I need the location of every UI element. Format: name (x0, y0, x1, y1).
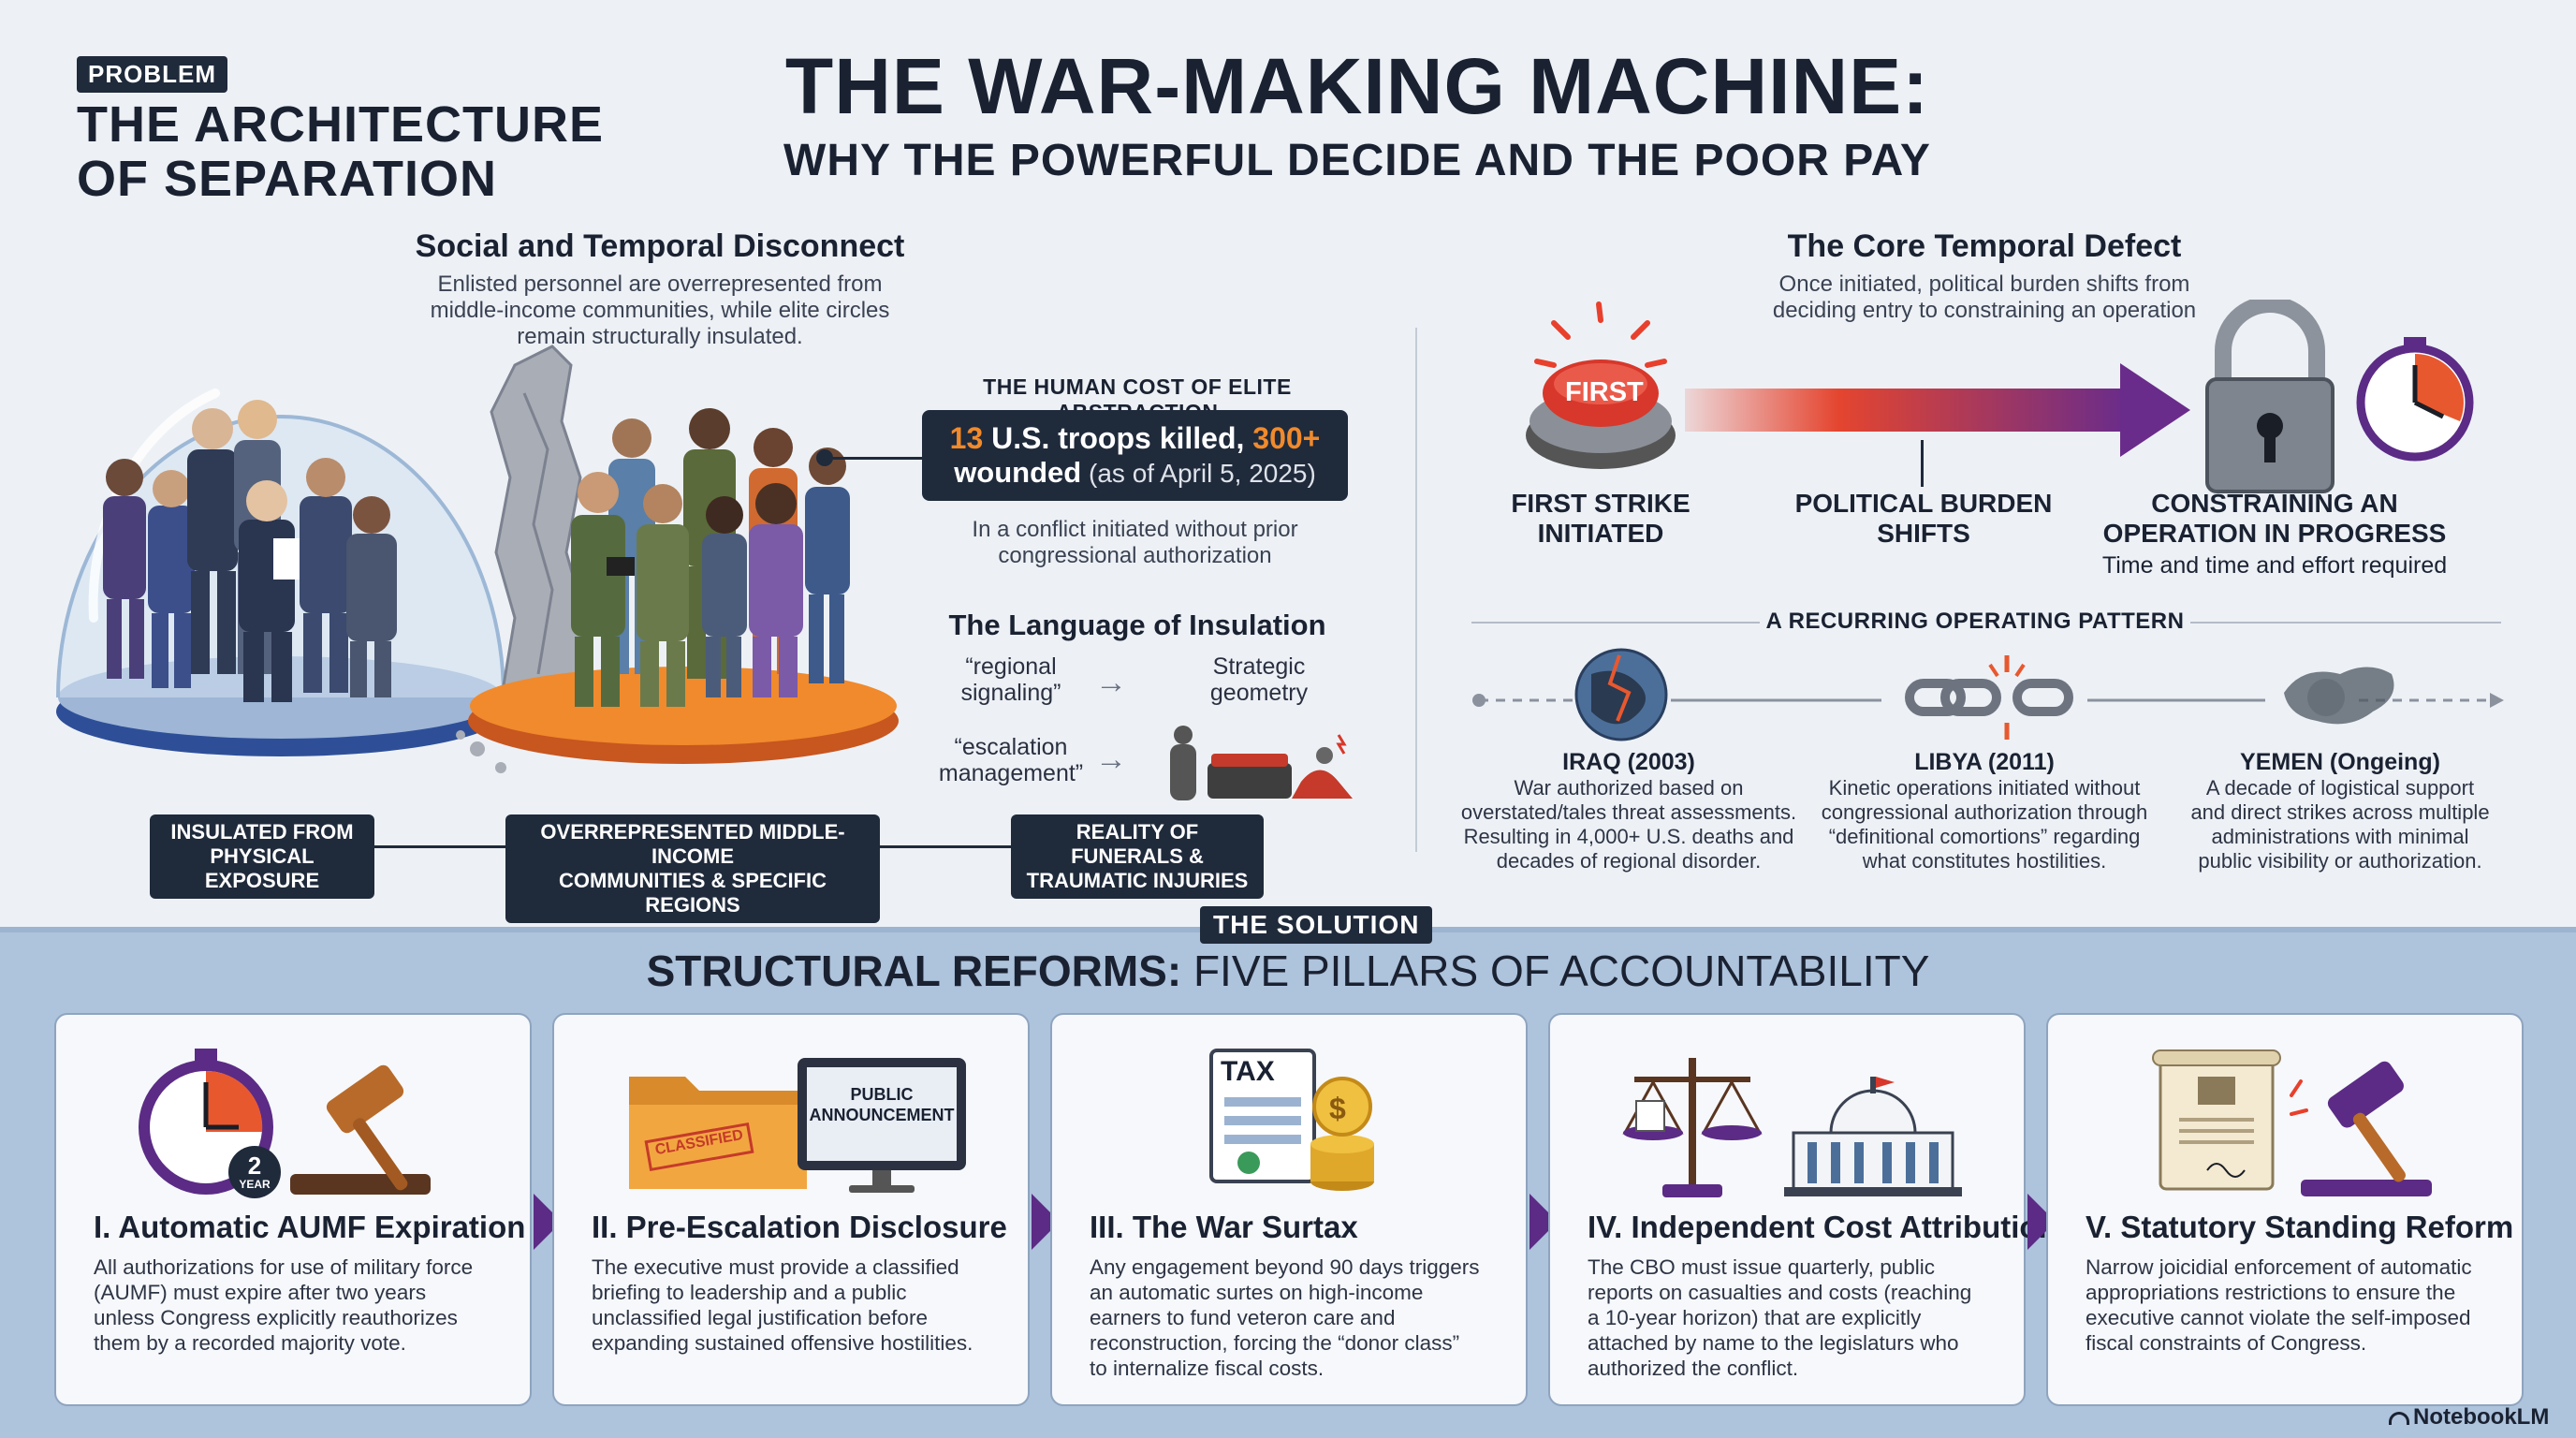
page-title: THE WAR-MAKING MACHINE: (784, 42, 1930, 130)
pattern-timeline (1472, 648, 2504, 741)
pillar-title-3: III. The War Surtax (1090, 1210, 1358, 1244)
scroll-gavel-illustration (2152, 1049, 2432, 1196)
enlisted-figures (571, 408, 850, 707)
connector-line (824, 457, 927, 460)
monitor-text: PUBLIC ANNOUNCEMENT (809, 1085, 955, 1124)
page-subtitle: WHY THE POWERFUL DECIDE AND THE POOR PAY (783, 136, 1931, 185)
dollar-icon: $ (1329, 1092, 1346, 1125)
pattern-heading: A RECURRING OPERATING PATTERN (1760, 609, 2190, 635)
social-text: Enlisted personnel are overrepresented f… (430, 271, 890, 349)
pillar-text-5: Narrow joicidial enforcement of automati… (2086, 1255, 2472, 1355)
scroll-icon (2152, 1049, 2281, 1191)
pillar-text-2: The executive must provide a classified … (592, 1255, 973, 1355)
gavel-icon (290, 1064, 431, 1195)
badge-word: YEAR (239, 1178, 271, 1191)
broken-chain-icon (1905, 655, 2073, 740)
arrow-right-icon: → (1095, 665, 1127, 700)
casualty-stat: 13 U.S. troops killed, 300+ wounded (as … (922, 410, 1348, 501)
badge-number: 2 (247, 1152, 262, 1180)
pillar-card-2: CLASSIFIED PUBLIC ANNOUNCEMENT II. Pre-E… (552, 1013, 1030, 1406)
pillar-card-1: 2 YEAR I. Automatic AUMF Expiration All … (54, 1013, 532, 1406)
connector-line (374, 845, 505, 848)
folder-monitor-illustration (629, 1058, 966, 1193)
coin-stack-icon (1310, 1077, 1374, 1191)
elite-figures (103, 400, 397, 702)
problem-title-line1: THE ARCHITECTURE (77, 96, 604, 153)
step-political-burden: POLITICAL BURDEN SHIFTS (1794, 489, 2053, 548)
case-yemen: YEMEN (Ongeing) A decade of logistical s… (2190, 749, 2490, 873)
pillar-text-1: All authorizations for use of military f… (94, 1255, 474, 1355)
notebooklm-logo-icon (2389, 1411, 2409, 1425)
term-strategic-geometry: Strategic geometry (1209, 653, 1309, 706)
pillar-text-4: The CBO must issue quarterly, public rep… (1588, 1255, 1972, 1380)
connector-line (880, 845, 1011, 848)
social-heading: Social and Temporal Disconnect (415, 228, 905, 264)
step-constraining-sub: Time and time and effort required (2101, 552, 2448, 579)
pillar-title-2: II. Pre-Escalation Disclosure (592, 1210, 1007, 1244)
burden-arrow (1685, 389, 2125, 432)
problem-title: THE ARCHITECTURE OF SEPARATION (77, 97, 604, 206)
human-cost-caption: In a conflict initiated without prior co… (972, 517, 1298, 568)
term-escalation-management: “escalation management” (938, 734, 1084, 786)
problem-title-line2: OF SEPARATION (77, 151, 498, 207)
tax-coins-illustration (1209, 1049, 1374, 1191)
tax-form-icon (1209, 1049, 1316, 1183)
credit: NotebookLM (2389, 1404, 2549, 1431)
label-reality: REALITY OF FUNERALS & TRAUMATIC INJURIES (1011, 814, 1264, 899)
tax-label: TAX (1221, 1056, 1275, 1087)
funeral-icon (1170, 726, 1353, 800)
temporal-diagram (1526, 300, 2474, 493)
arrow-right-icon: → (1095, 741, 1127, 777)
folder-icon (629, 1077, 807, 1189)
pillar-title-5: V. Statutory Standing Reform (2086, 1210, 2514, 1244)
pillar-card-4: IV. Independent Cost Attribution The CBO… (1548, 1013, 2057, 1406)
pillar-card-3: TAX $ III. The War Surtax Any engagement… (1050, 1013, 1528, 1406)
separation-illustration (56, 345, 899, 773)
label-overrepresented: OVERREPRESENTED MIDDLE-INCOME COMMUNITIE… (505, 814, 880, 923)
gavel-icon (2301, 1061, 2432, 1196)
problem-tag: PROBLEM (77, 56, 227, 93)
globe-icon (1574, 648, 1668, 741)
temporal-heading: The Core Temporal Defect (1787, 228, 2182, 264)
section-divider (1415, 328, 1417, 852)
step-constraining: CONSTRAINING AN OPERATION IN PROGRESS (2102, 489, 2447, 548)
insulation-heading: The Language of Insulation (948, 609, 1326, 641)
yemen-map-icon (2284, 667, 2394, 725)
pillar-text-3: Any engagement beyond 90 days triggers a… (1090, 1255, 1480, 1380)
pillar-title-1: I. Automatic AUMF Expiration (94, 1210, 526, 1244)
first-button-label: FIRST (1565, 377, 1644, 407)
step-first-strike: FIRST STRIKE INITIATED (1511, 489, 1690, 548)
stopwatch-gavel-illustration (139, 1049, 431, 1198)
term-regional-signaling: “regional signaling” (960, 653, 1061, 706)
connector-line (1921, 440, 1924, 487)
pillar-card-5: V. Statutory Standing Reform Narrow joic… (2046, 1013, 2524, 1406)
label-insulated: INSULATED FROM PHYSICAL EXPOSURE (150, 814, 374, 899)
scales-icon (1622, 1058, 1763, 1197)
solution-tag: THE SOLUTION (1200, 906, 1433, 944)
two-year-badge (228, 1146, 281, 1198)
solution-title: STRUCTURAL REFORMS: FIVE PILLARS OF ACCO… (646, 946, 1930, 995)
lock-icon (2215, 300, 2325, 384)
pillar-title-4: IV. Independent Cost Attribution (1588, 1210, 2057, 1244)
monitor-icon (798, 1058, 966, 1193)
case-libya: LIBYA (2011) Kinetic operations initiate… (1821, 749, 2148, 873)
temporal-text: Once initiated, political burden shifts … (1772, 271, 2197, 323)
scales-capitol-illustration (1622, 1058, 1962, 1197)
capitol-icon (1784, 1077, 1962, 1196)
case-iraq: IRAQ (2003) War authorized based on over… (1460, 749, 1797, 873)
